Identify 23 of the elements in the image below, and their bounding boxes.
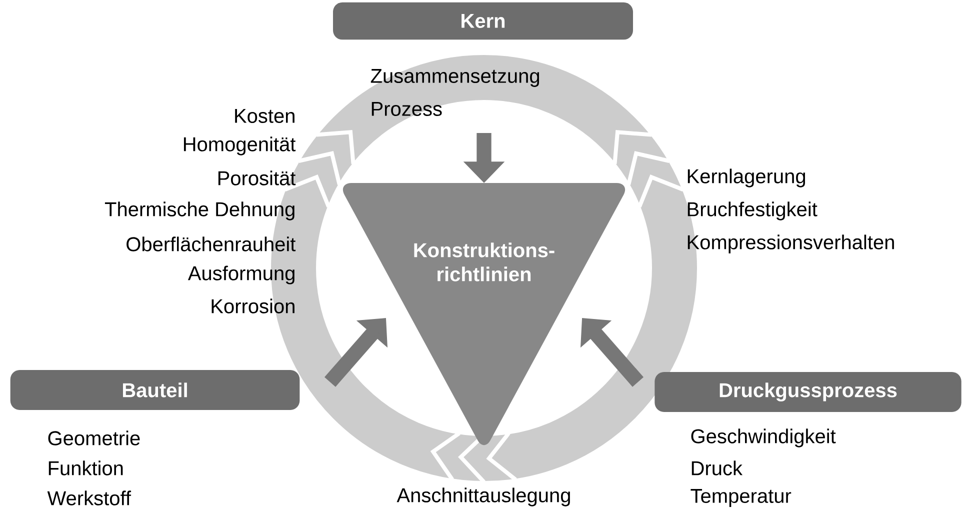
- list-item: Werkstoff: [47, 490, 132, 506]
- header-bar: Kern: [333, 2, 633, 40]
- list-item: Kosten: [235, 109, 294, 123]
- list-item: Prozess: [372, 102, 442, 116]
- list-item: Druck: [692, 460, 742, 476]
- list-item: Korrosion: [212, 298, 294, 314]
- list-item: Porosität: [218, 170, 296, 186]
- triangle: Konstruktions-richtlinien: [342, 183, 626, 446]
- list-item: Kompressionsverhalten: [688, 234, 894, 254]
- list-item: Bruchfestigkeit: [688, 202, 818, 220]
- list-item: Geometrie: [48, 430, 140, 446]
- list-item: Thermische Dehnung: [104, 202, 294, 220]
- header-bar: Druckgussprozess: [654, 372, 962, 412]
- list-item: Oberflächenrauheit: [126, 236, 296, 252]
- list-item: Zusammensetzung: [370, 69, 540, 87]
- list-item: Homogenität: [184, 136, 296, 156]
- list-item: Temperatur: [690, 489, 792, 507]
- list-item: Geschwindigkeit: [691, 428, 836, 448]
- list-item: Kernlagerung: [688, 168, 806, 188]
- list-item: Funktion: [48, 460, 123, 476]
- header-bar: Bauteil: [10, 370, 300, 410]
- list-item: Anschnittauslegung: [396, 488, 570, 506]
- list-item: Ausformung: [188, 266, 294, 284]
